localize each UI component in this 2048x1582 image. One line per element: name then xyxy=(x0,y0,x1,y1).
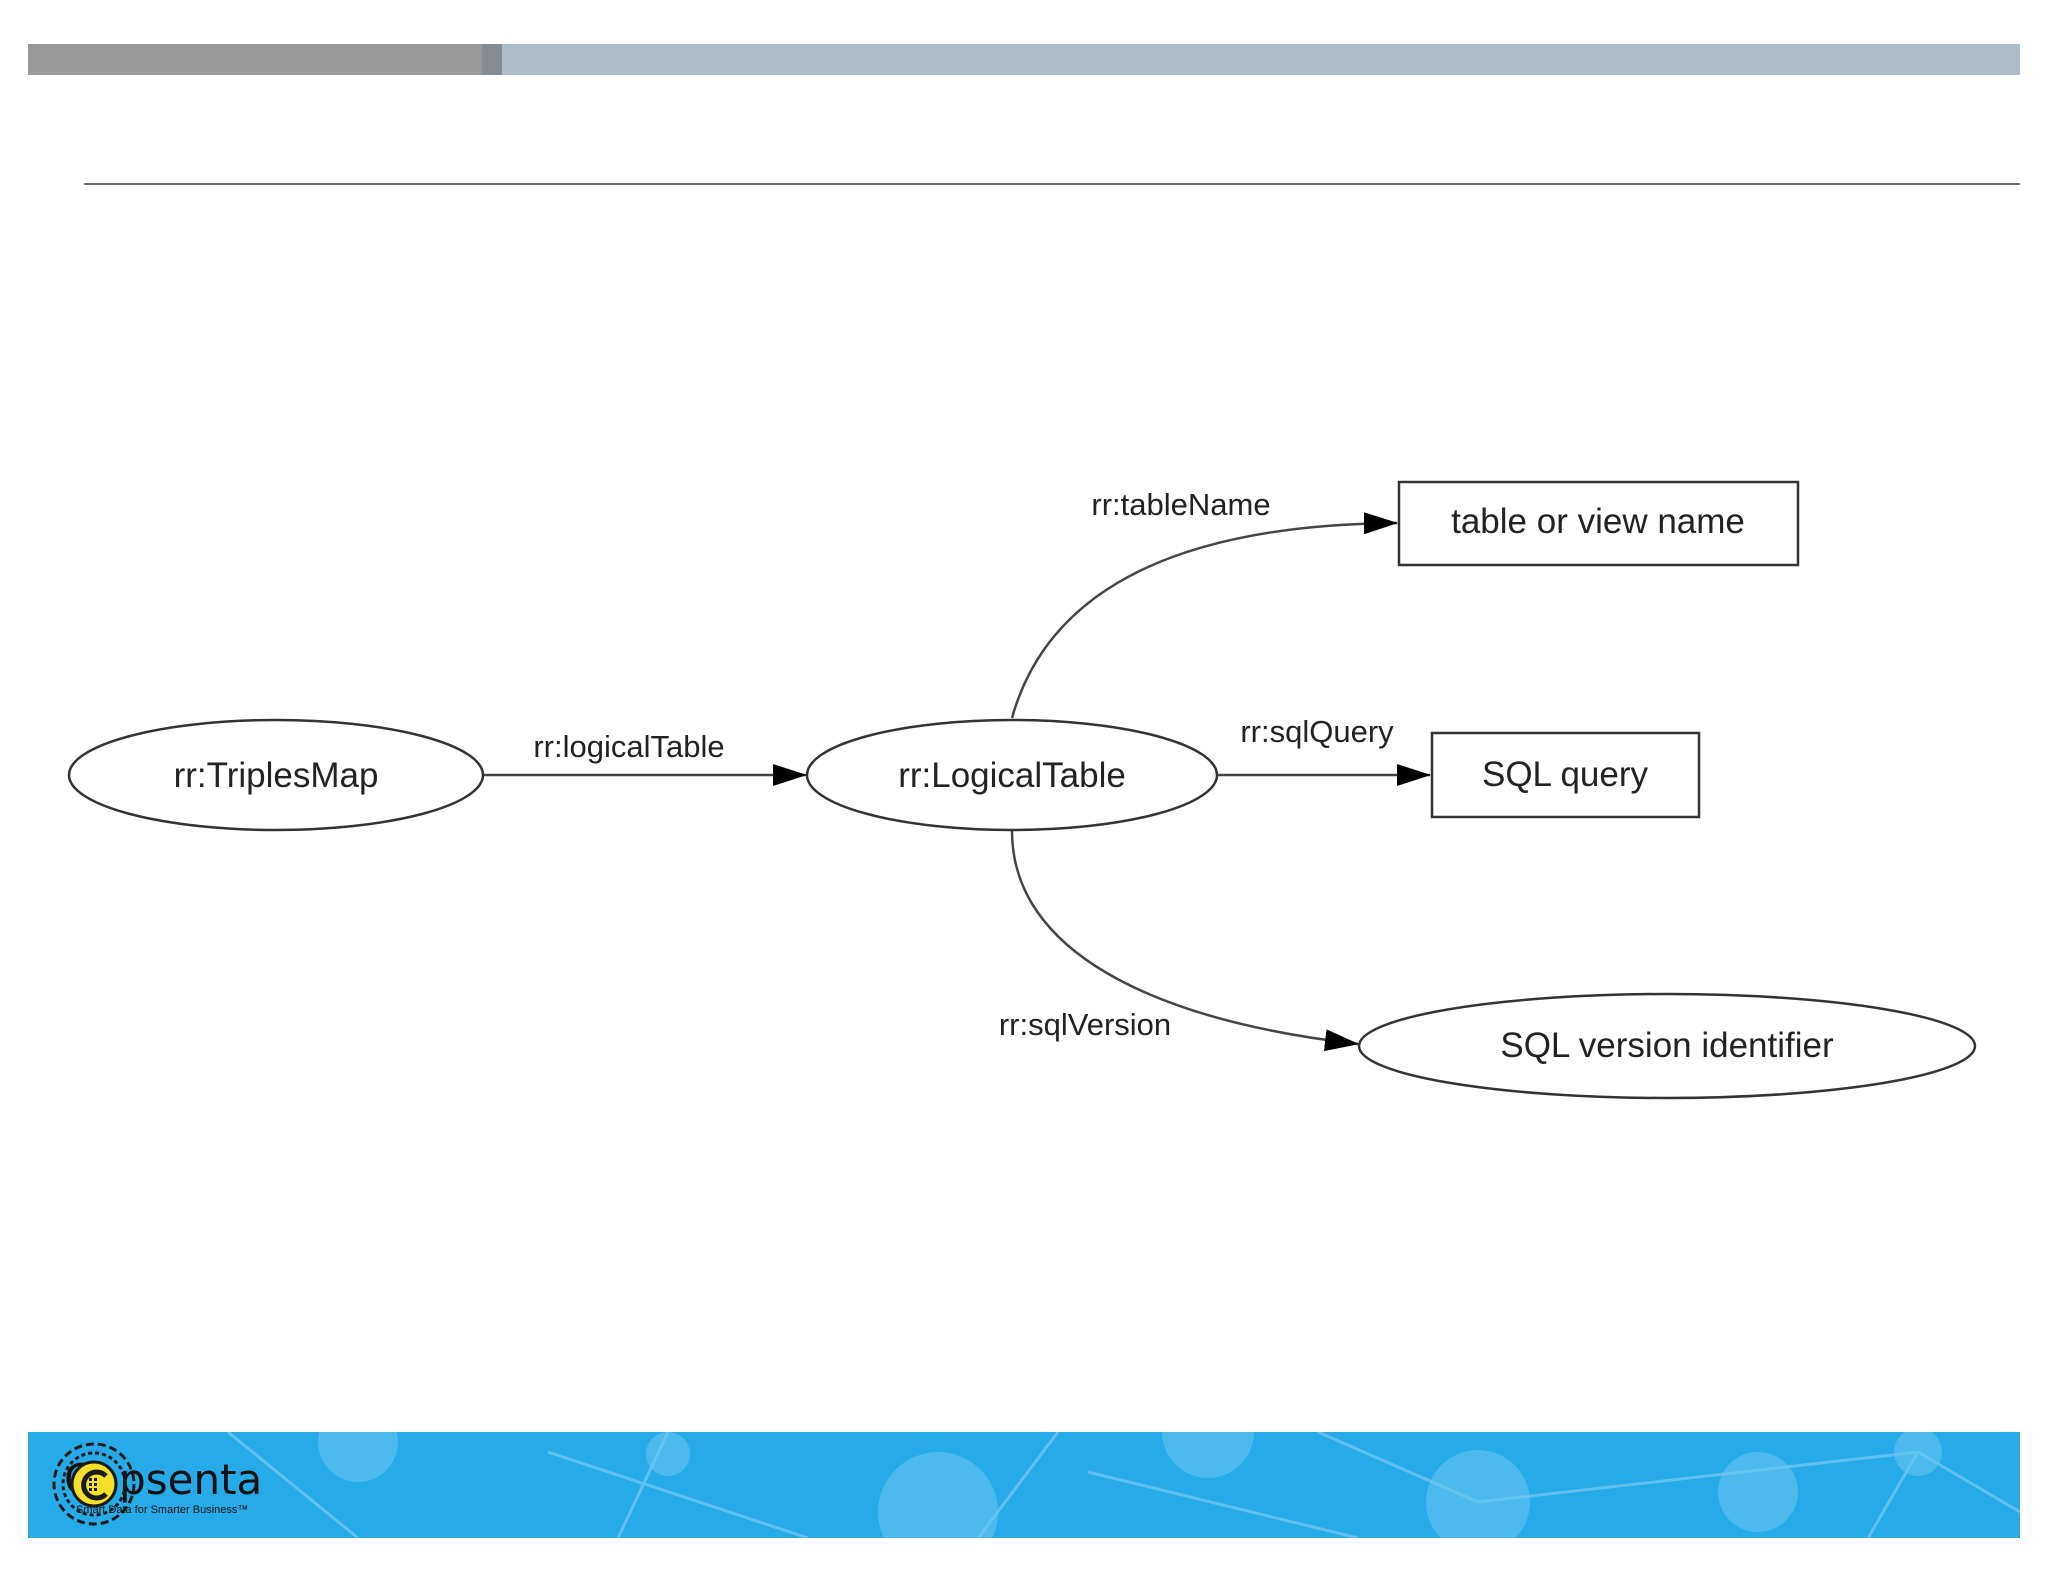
title-divider xyxy=(84,183,2020,185)
top-bar-mid-segment xyxy=(482,44,502,75)
node-label-logical-table: rr:LogicalTable xyxy=(898,756,1126,795)
top-bar-dark-segment xyxy=(28,44,482,75)
top-bar-light-segment xyxy=(502,44,2020,75)
top-accent-bar xyxy=(28,44,2020,75)
capsenta-logo[interactable]: Capsenta Smart Data for Smarter Business… xyxy=(52,1442,262,1532)
edge-label-table-name: rr:tableName xyxy=(1091,487,1270,522)
capsenta-logo-icon xyxy=(52,1442,136,1526)
node-label-table-or-view-name: table or view name xyxy=(1451,502,1745,541)
edge-table-name xyxy=(1010,512,1398,719)
footer-banner: Capsenta Smart Data for Smarter Business… xyxy=(28,1432,2020,1538)
node-sql-query: SQL query xyxy=(1430,731,1701,819)
node-logical-table: rr:LogicalTable xyxy=(805,718,1219,832)
node-label-sql-version-identifier: SQL version identifier xyxy=(1500,1026,1834,1065)
edge-label-sql-query: rr:sqlQuery xyxy=(1240,714,1394,749)
edge-sql-version xyxy=(1010,830,1359,1052)
node-triples-map: rr:TriplesMap xyxy=(67,718,485,832)
footer-network-pattern xyxy=(227,1432,2020,1538)
logo-tagline: Smart Data for Smarter Business™ xyxy=(76,1504,249,1516)
node-sql-version-identifier: SQL version identifier xyxy=(1357,992,1977,1100)
edge-label-sql-version: rr:sqlVersion xyxy=(999,1007,1171,1042)
node-label-triples-map: rr:TriplesMap xyxy=(174,756,379,795)
node-label-sql-query: SQL query xyxy=(1482,755,1649,794)
edge-label-logical-table: rr:logicalTable xyxy=(533,729,724,764)
node-table-or-view-name: table or view name xyxy=(1397,480,1800,567)
